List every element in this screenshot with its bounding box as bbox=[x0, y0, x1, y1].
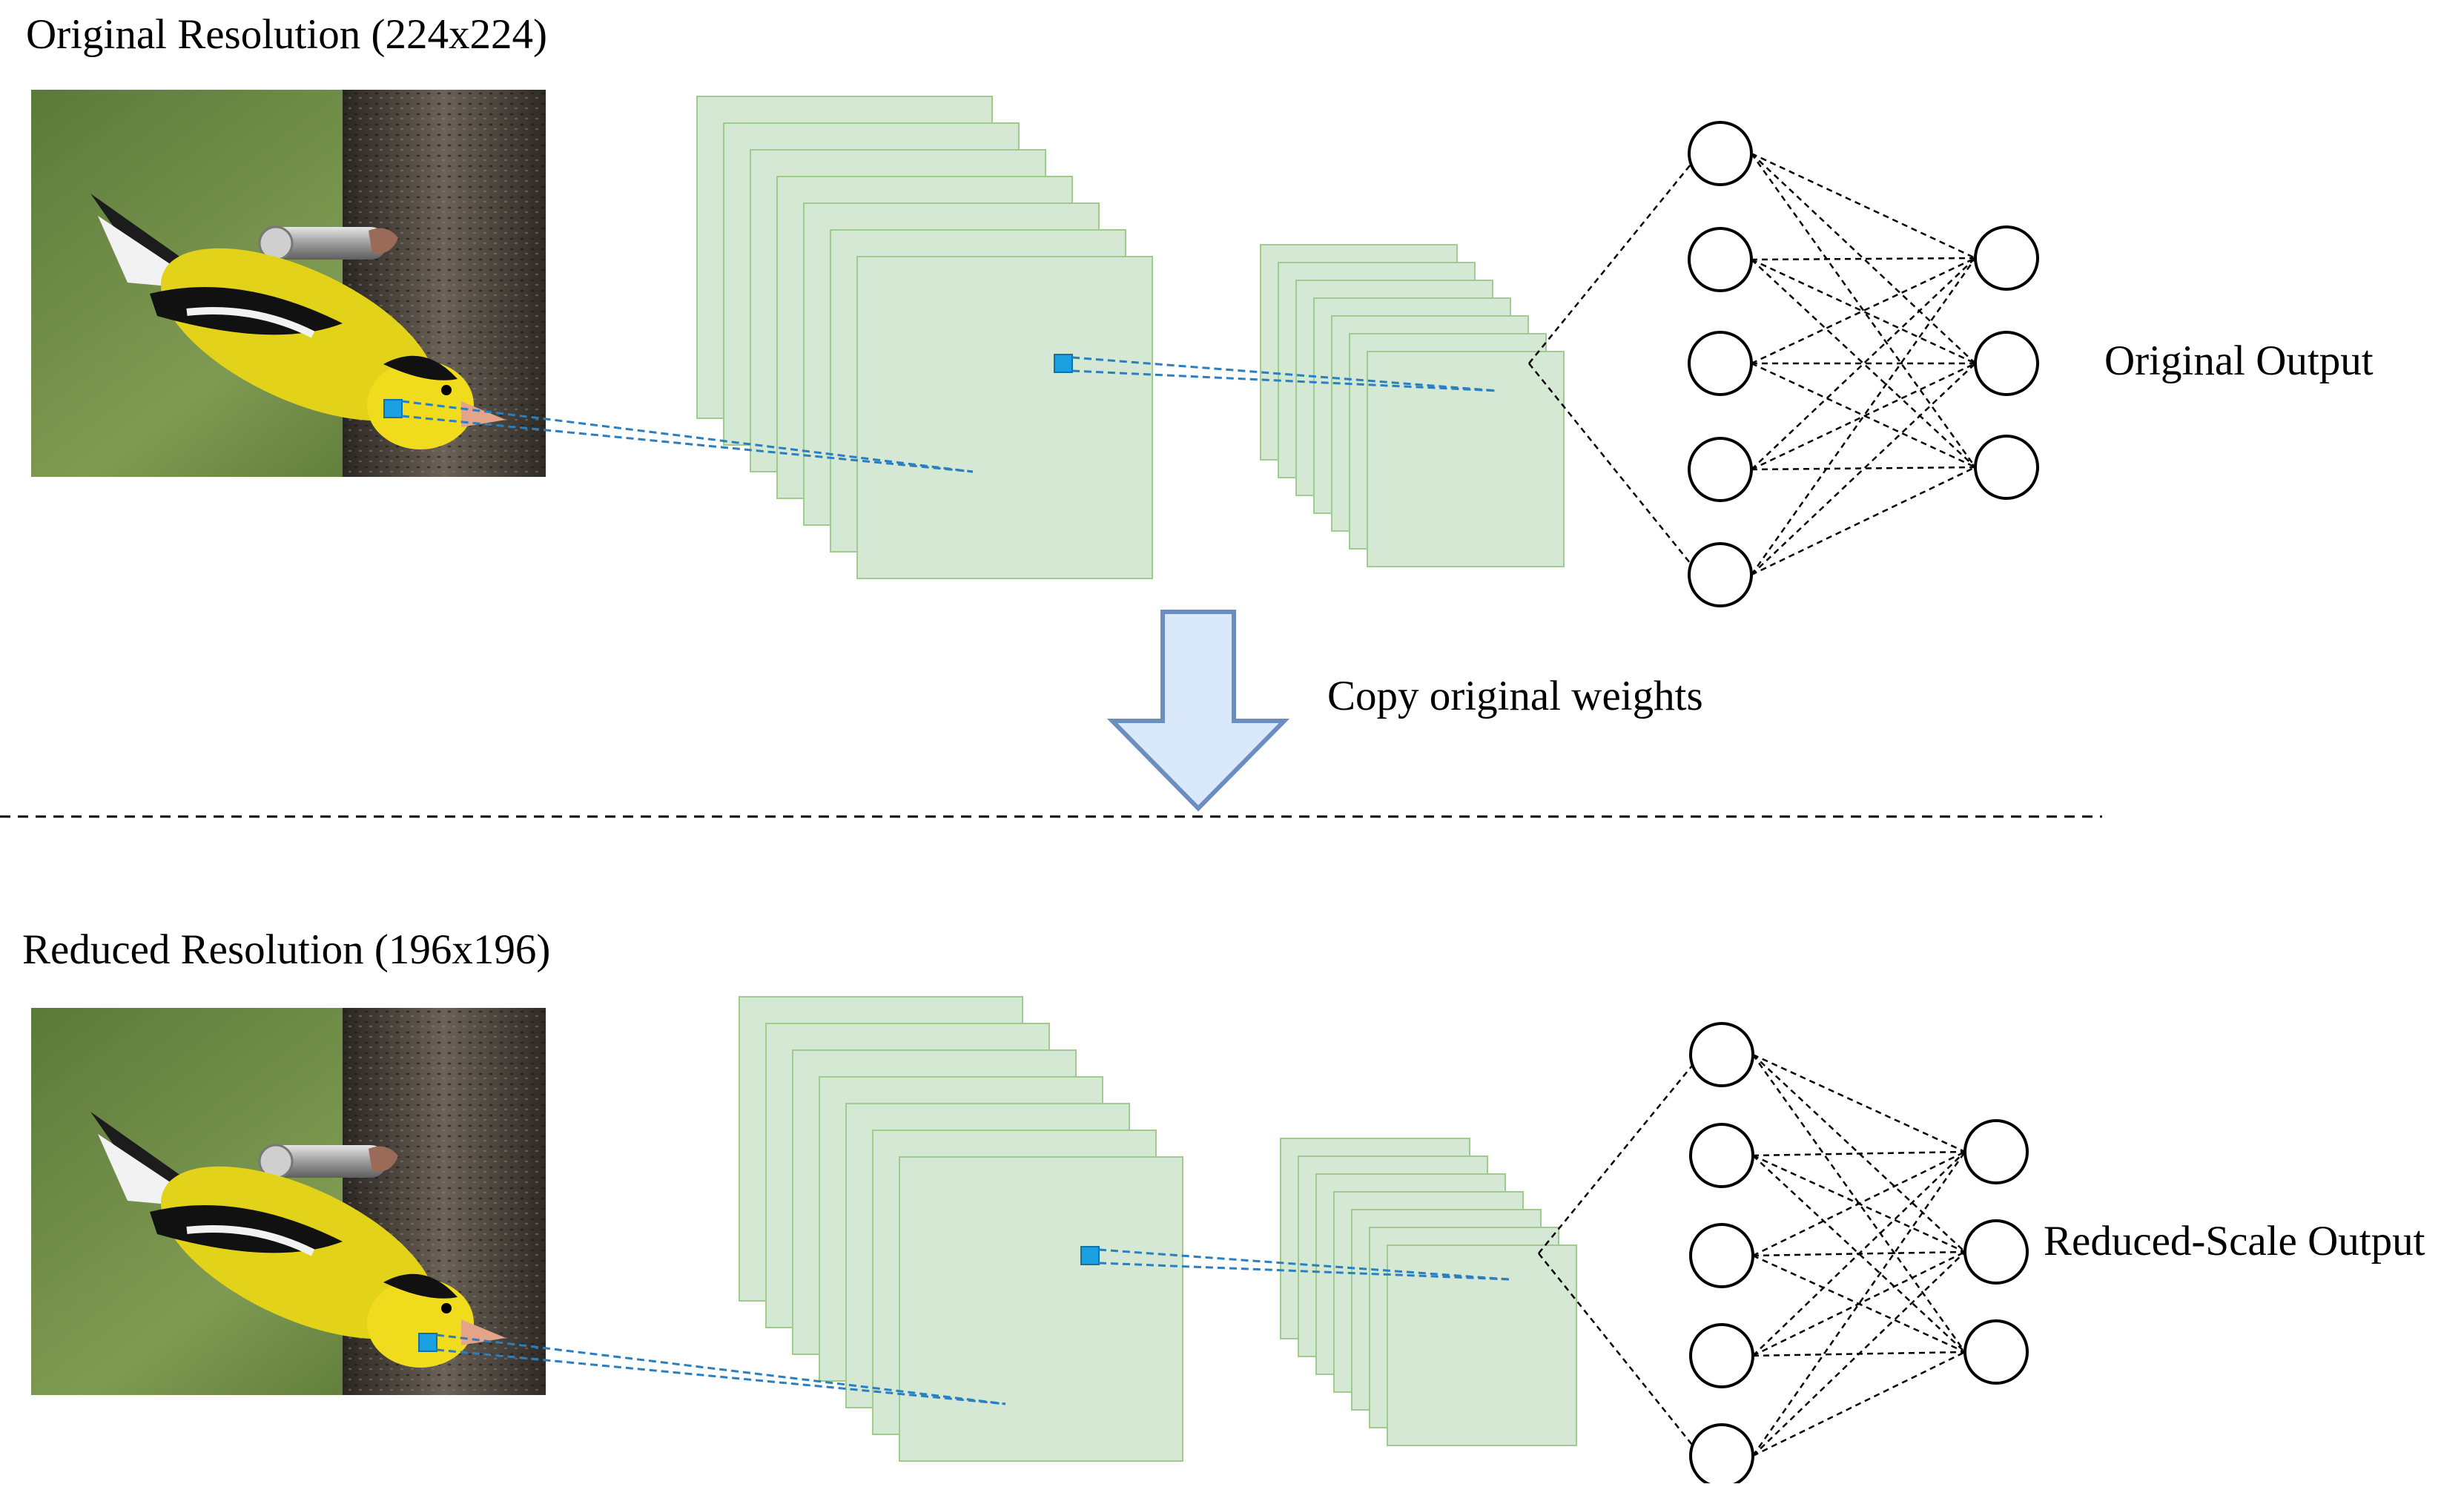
transfer-and-divider bbox=[0, 610, 2102, 818]
copy-weights-arrow bbox=[1106, 610, 1290, 812]
projection-lines bbox=[383, 354, 1510, 1405]
connection-original-h1-o1 bbox=[1751, 152, 1976, 260]
output-neuron-reduced-3 bbox=[1963, 1319, 2029, 1385]
hidden-neuron-reduced-3 bbox=[1689, 1223, 1754, 1288]
hidden-neuron-original-2 bbox=[1688, 227, 1753, 292]
connection-original-h2-o1 bbox=[1751, 257, 1976, 261]
output-neuron-reduced-2 bbox=[1963, 1219, 2029, 1285]
input-photos bbox=[31, 90, 546, 1395]
connection-reduced-h5-o3 bbox=[1752, 1351, 1966, 1457]
reduced-resolution-title: Reduced Resolution (196x196) bbox=[22, 926, 551, 973]
connection-original-h2-o3 bbox=[1751, 259, 1976, 468]
receptive-field-original-map bbox=[1054, 354, 1073, 373]
hidden-neuron-original-5 bbox=[1688, 542, 1753, 607]
feature-map-reduced-conv1-7 bbox=[899, 1156, 1183, 1462]
hidden-neuron-original-4 bbox=[1688, 437, 1753, 502]
connection-reduced-h1-o1 bbox=[1752, 1053, 1966, 1153]
connection-reduced-h3-o1 bbox=[1752, 1150, 1966, 1257]
input-image-reduced bbox=[31, 1008, 546, 1395]
receptive-field-original-input bbox=[383, 399, 403, 418]
connection-reduced-flatten-bottom bbox=[1538, 1253, 1696, 1449]
connection-original-h4-o3 bbox=[1751, 466, 1976, 471]
connection-reduced-h4-o1 bbox=[1752, 1151, 1966, 1356]
hidden-neuron-original-3 bbox=[1688, 331, 1753, 396]
hidden-neuron-reduced-5 bbox=[1689, 1423, 1754, 1487]
output-neuron-reduced-1 bbox=[1963, 1119, 2029, 1184]
hidden-neuron-reduced-1 bbox=[1689, 1022, 1754, 1087]
copy-weights-label: Copy original weights bbox=[1327, 673, 1703, 719]
receptive-field-reduced-input bbox=[418, 1333, 437, 1352]
hidden-neuron-original-1 bbox=[1688, 121, 1753, 186]
hidden-neuron-reduced-4 bbox=[1689, 1323, 1754, 1388]
projection-line-reduced-1a bbox=[436, 1333, 1006, 1405]
connection-original-flatten-top bbox=[1528, 160, 1694, 364]
connection-reduced-h4-o2 bbox=[1752, 1250, 1966, 1357]
projection-line-reduced-2a bbox=[1098, 1248, 1510, 1281]
fully-connected-layers bbox=[1528, 121, 2039, 1487]
output-neuron-original-2 bbox=[1974, 331, 2039, 396]
output-neuron-original-3 bbox=[1974, 435, 2039, 500]
receptive-field-reduced-map bbox=[1080, 1246, 1100, 1265]
connection-original-h5-o1 bbox=[1750, 257, 1977, 576]
input-image-original bbox=[31, 90, 546, 477]
projection-line-original-1b bbox=[401, 415, 974, 473]
projection-line-reduced-1b bbox=[436, 1348, 1006, 1405]
original-output-label: Original Output bbox=[2104, 337, 2374, 384]
feature-maps bbox=[696, 96, 1577, 1462]
connection-original-h4-o2 bbox=[1751, 362, 1976, 471]
original-resolution-title: Original Resolution (224x224) bbox=[26, 11, 547, 58]
connection-reduced-h5-o2 bbox=[1752, 1251, 1966, 1457]
connection-original-h1-o3 bbox=[1750, 153, 1977, 468]
connection-reduced-h1-o2 bbox=[1752, 1054, 1966, 1253]
connection-reduced-h2-o1 bbox=[1752, 1150, 1966, 1157]
projection-line-reduced-2b bbox=[1098, 1262, 1510, 1281]
hidden-neuron-reduced-2 bbox=[1689, 1123, 1754, 1188]
projection-line-original-1a bbox=[401, 400, 974, 473]
reduced-output-label: Reduced-Scale Output bbox=[2044, 1218, 2425, 1265]
connection-reduced-h1-o3 bbox=[1751, 1054, 1966, 1353]
connection-original-h5-o3 bbox=[1751, 466, 1976, 576]
connection-reduced-h2-o3 bbox=[1752, 1155, 1966, 1353]
connection-original-flatten-bottom bbox=[1528, 363, 1694, 568]
feature-map-reduced-conv2-7 bbox=[1387, 1244, 1577, 1446]
connection-reduced-flatten-top bbox=[1538, 1061, 1696, 1254]
feature-map-original-conv1-7 bbox=[856, 256, 1153, 579]
output-neuron-original-1 bbox=[1974, 225, 2039, 291]
